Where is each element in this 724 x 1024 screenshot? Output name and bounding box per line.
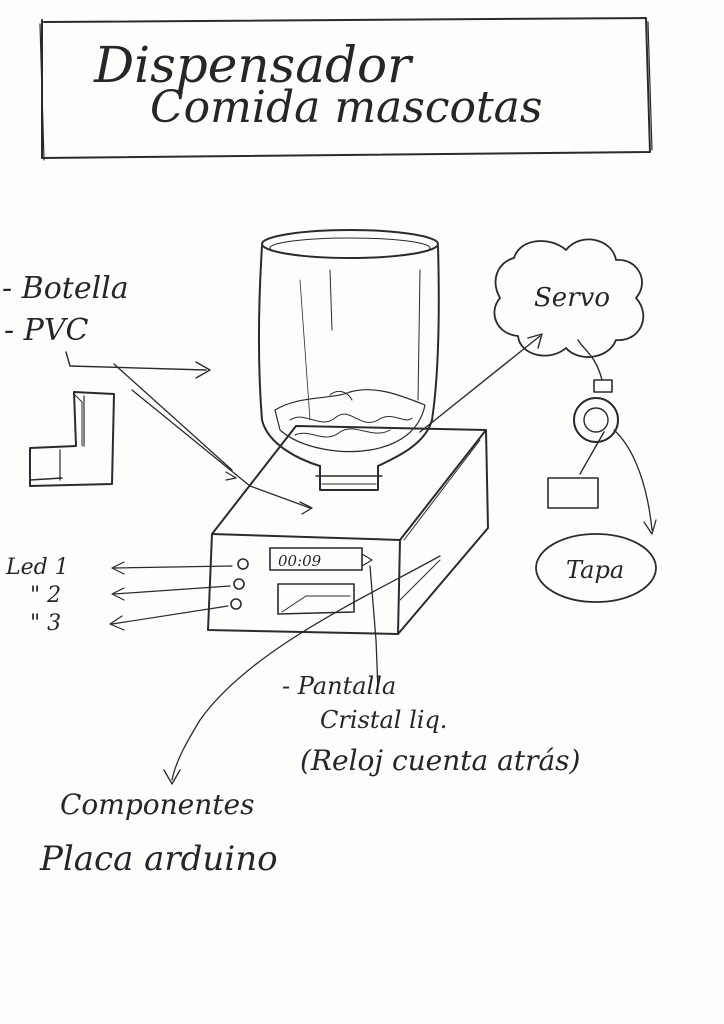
servo-mechanism [548,340,656,534]
label-led-3: " 3 [30,611,61,636]
bottle-leader-line [114,364,232,470]
title-line-2: Comida mascotas [150,82,543,133]
label-led-2: " 2 [30,583,61,608]
label-componentes: Componentes [60,788,254,821]
led-arrows [110,562,232,630]
label-reloj-cuenta-atras: (Reloj cuenta atrás) [300,744,580,777]
pantalla-arrowhead [362,554,372,566]
base-box-drawing [208,426,488,634]
label-tapa: Tapa [566,556,624,584]
food-outlet [278,584,354,614]
lcd-display: 00:09 [270,548,362,570]
pvc-elbow-drawing [30,392,114,486]
led-lights [231,559,248,609]
bottle-drawing [259,230,439,490]
label-led-1: Led 1 [5,555,69,580]
label-pantalla: - Pantalla [282,672,396,700]
label-pvc: - PVC [4,313,89,348]
lcd-clock-text: 00:09 [278,552,322,570]
label-servo: Servo [534,283,610,313]
label-botella: - Botella [2,271,129,306]
pvc-arrow [66,352,210,378]
label-placa-arduino: Placa arduino [39,839,278,879]
label-cristal-liquido: Cristal liq. [320,706,447,734]
